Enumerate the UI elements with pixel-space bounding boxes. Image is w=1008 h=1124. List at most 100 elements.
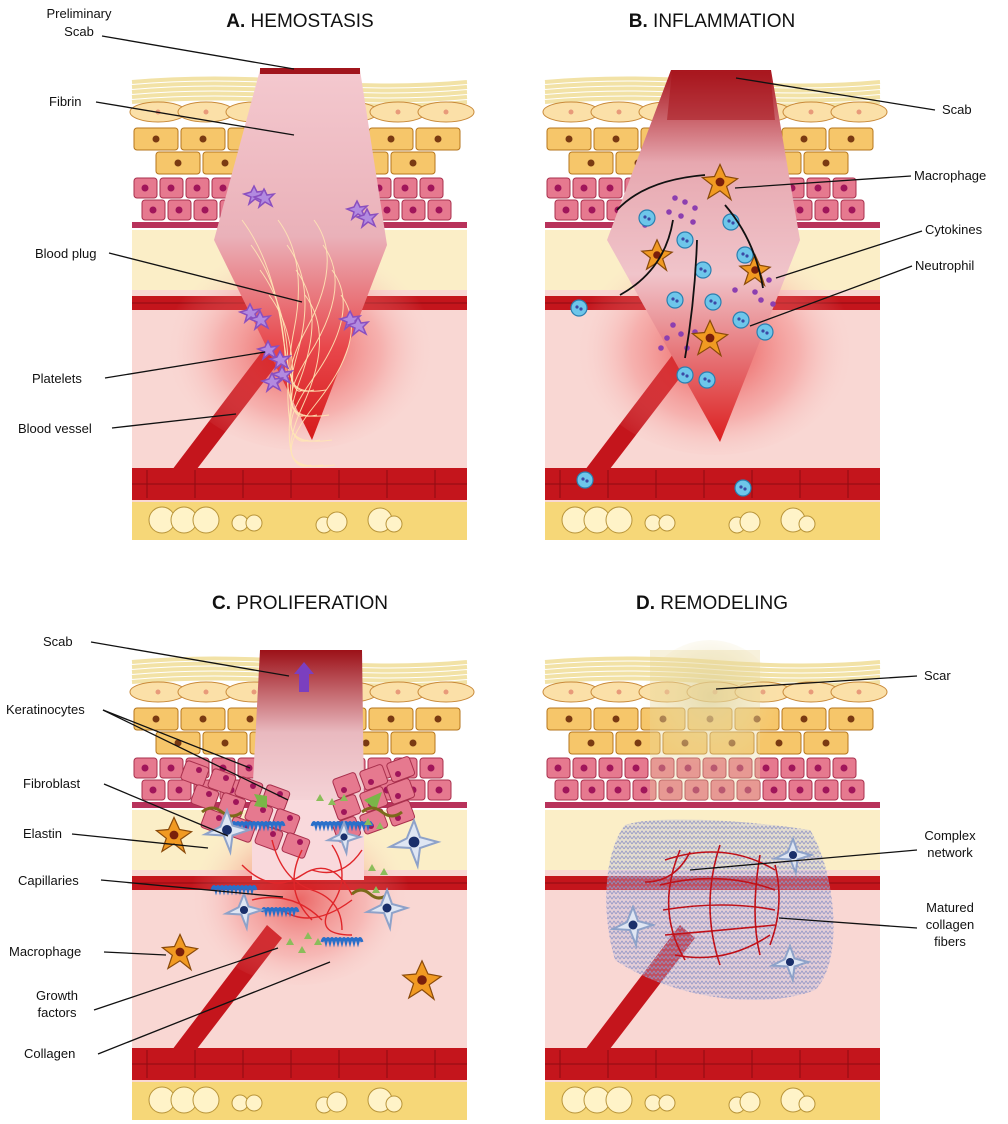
fat-cell [193, 1087, 219, 1113]
neutrophil-icon [733, 312, 749, 328]
label-cytokines: Cytokines [925, 222, 983, 237]
label-platelets: Platelets [32, 371, 82, 386]
cell-nucleus [341, 787, 347, 793]
cell-nucleus [848, 136, 855, 143]
cell-nucleus [388, 136, 395, 143]
label-scar: Scar [924, 668, 951, 683]
cell-nucleus [823, 160, 830, 167]
cell-nucleus [569, 110, 574, 115]
label-fibrin: Fibrin [49, 94, 82, 109]
cytokine-dot [692, 205, 698, 211]
cell-nucleus [555, 765, 562, 772]
neutrophil-icon [705, 294, 721, 310]
cell-nucleus [153, 716, 160, 723]
cell-nucleus [410, 207, 417, 214]
scab [667, 72, 775, 120]
cell-nucleus [809, 690, 814, 695]
fat-cell [740, 1092, 760, 1112]
cell-nucleus [194, 185, 201, 192]
label-keratinocytes: Keratinocytes [6, 702, 85, 717]
label-collagen-d: collagen [926, 917, 974, 932]
cell-nucleus [823, 740, 830, 747]
label-matured: Matured [926, 900, 974, 915]
cell-nucleus [410, 740, 417, 747]
neutrophil-icon [735, 480, 751, 496]
fat-cell [799, 516, 815, 532]
cell-nucleus [588, 740, 595, 747]
cell-nucleus [635, 740, 642, 747]
cell-nucleus [156, 690, 161, 695]
cell-nucleus [797, 207, 804, 214]
cell-nucleus [233, 799, 239, 805]
cell-nucleus [247, 716, 254, 723]
cell-nucleus [849, 787, 856, 794]
cell-nucleus [763, 765, 770, 772]
label-macrophage-b: Macrophage [914, 168, 986, 183]
cytokine-dot [678, 213, 684, 219]
label-blood-vessel: Blood vessel [18, 421, 92, 436]
fat-cell [659, 1095, 675, 1111]
panel-c-tissue [130, 650, 474, 1120]
neutrophil-icon [577, 472, 593, 488]
cell-nucleus [581, 765, 588, 772]
cell-nucleus [566, 136, 573, 143]
panel-a-title: A. HEMOSTASIS [226, 11, 373, 32]
preliminary-scab [260, 68, 360, 74]
cell-nucleus [809, 110, 814, 115]
cytokine-dot [770, 301, 776, 307]
cell-nucleus [801, 716, 808, 723]
fat-cell [327, 512, 347, 532]
cell-nucleus [641, 787, 648, 794]
cell-nucleus [436, 207, 443, 214]
cell-nucleus [569, 690, 574, 695]
label-collagen: Collagen [24, 1046, 75, 1061]
cell-nucleus [196, 767, 202, 773]
fat-cell [386, 516, 402, 532]
cell-nucleus [613, 136, 620, 143]
cell-nucleus [797, 787, 804, 794]
fat-cell [386, 1096, 402, 1112]
cell-nucleus [395, 793, 401, 799]
cell-nucleus [341, 809, 347, 815]
panel-b-tissue [543, 70, 887, 540]
cell-nucleus [849, 207, 856, 214]
cell-nucleus [150, 787, 157, 794]
cell-nucleus [566, 716, 573, 723]
cell-nucleus [153, 136, 160, 143]
cell-nucleus [841, 185, 848, 192]
cell-nucleus [287, 815, 293, 821]
label-network: network [927, 845, 973, 860]
cell-nucleus [204, 110, 209, 115]
cell-nucleus [444, 690, 449, 695]
cell-nucleus [150, 207, 157, 214]
cell-nucleus [363, 740, 370, 747]
panel-b-title: B. INFLAMMATION [629, 11, 795, 32]
cell-nucleus [633, 765, 640, 772]
cell-nucleus [435, 716, 442, 723]
cell-nucleus [617, 690, 622, 695]
cell-nucleus [410, 160, 417, 167]
cell-nucleus [200, 136, 207, 143]
cell-nucleus [206, 791, 212, 797]
label-complex: Complex [924, 828, 976, 843]
cytokine-dot [766, 277, 772, 283]
cytokine-dot [666, 209, 672, 215]
cell-nucleus [848, 716, 855, 723]
fat-cell [246, 1095, 262, 1111]
basement-membrane [545, 802, 880, 808]
cell-nucleus [444, 110, 449, 115]
cell-nucleus [260, 807, 266, 813]
cell-nucleus [823, 787, 830, 794]
cytokine-dot [682, 199, 688, 205]
label-scab-b: Scab [942, 102, 972, 117]
label-scab: Scab [64, 24, 94, 39]
fat-cell [606, 1087, 632, 1113]
cell-nucleus [589, 787, 596, 794]
neutrophil-icon [677, 232, 693, 248]
panel-a-tissue [130, 68, 474, 540]
label-factors: factors [37, 1005, 77, 1020]
neutrophil-icon [667, 292, 683, 308]
label-neutrophil: Neutrophil [915, 258, 974, 273]
neutrophil-icon [571, 300, 587, 316]
fat-cell [606, 507, 632, 533]
